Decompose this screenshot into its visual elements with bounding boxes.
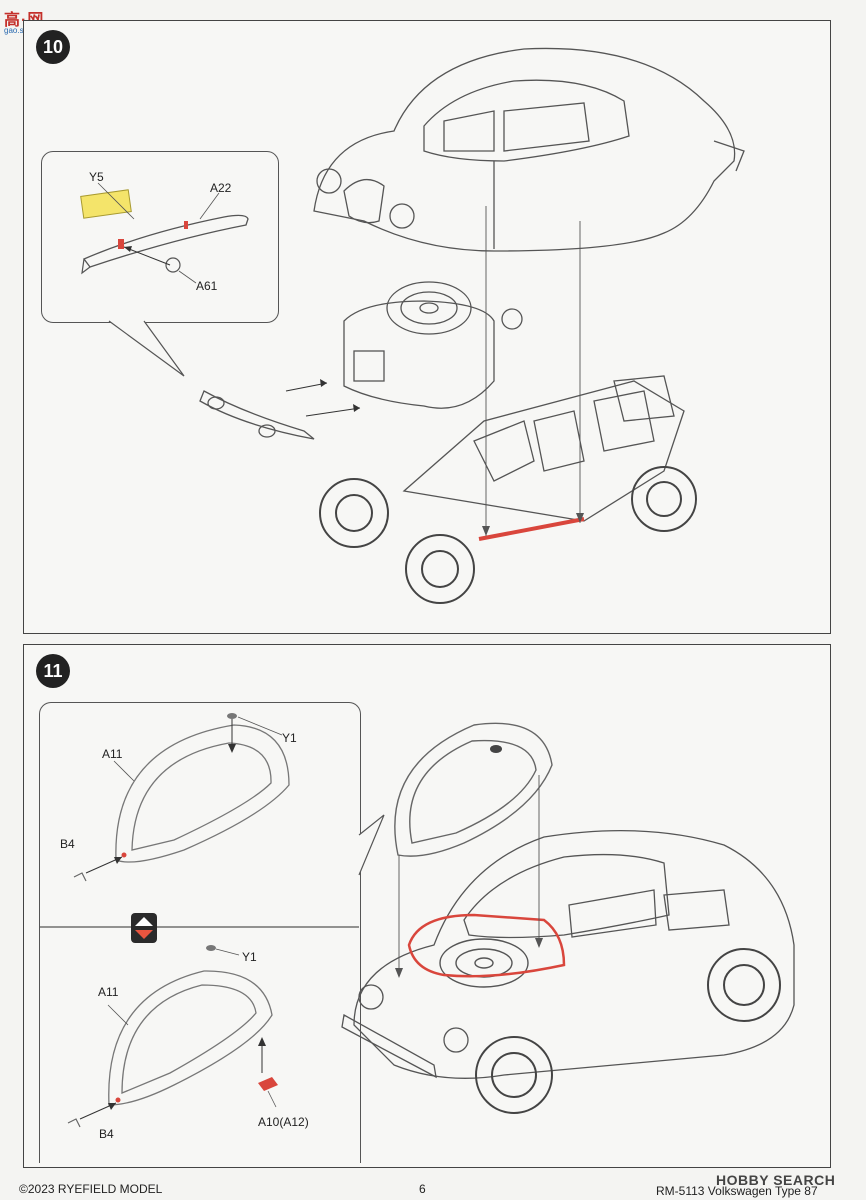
step-10-panel: 10	[23, 20, 831, 634]
a22-red-mark-2	[184, 221, 188, 229]
step-11-badge: 11	[36, 654, 70, 688]
label-y5: Y5	[89, 170, 104, 184]
label-b4-bottom: B4	[99, 1127, 114, 1141]
red-opening-outline	[407, 913, 566, 978]
callout-pointer	[108, 320, 185, 377]
footer-kit-title: RM-5113 Volkswagen Type 87	[656, 1184, 818, 1198]
label-a61: A61	[196, 279, 218, 293]
chassis-wheels	[319, 466, 697, 604]
up-down-arrow-icon	[135, 917, 153, 939]
y5-part	[80, 189, 132, 219]
step-11-drawing	[39, 713, 795, 1128]
a22-red-mark	[118, 239, 124, 249]
a22-bumper	[82, 214, 249, 268]
assembled-spare-tire	[439, 938, 529, 988]
front-bumper	[199, 390, 315, 440]
swap-option-icon	[131, 913, 157, 943]
label-a10: A10(A12)	[258, 1115, 309, 1129]
step-11-number: 11	[43, 660, 63, 681]
step-10-number: 10	[42, 36, 64, 57]
footer-page-number: 6	[419, 1182, 426, 1196]
label-a22: A22	[210, 181, 232, 195]
fender-large	[394, 722, 553, 857]
label-b4-top: B4	[60, 837, 75, 851]
label-y1-top: Y1	[282, 731, 297, 745]
step-10-drawing	[80, 47, 745, 604]
step-11-panel: 11	[23, 644, 831, 1168]
beetle-body	[313, 47, 745, 252]
assembled-wheels	[475, 948, 781, 1114]
front-body-section	[343, 281, 523, 409]
a10-red-part	[258, 1077, 278, 1091]
step-10-badge: 10	[36, 30, 70, 64]
a11-fender-top	[115, 724, 290, 863]
beetle-assembled	[341, 829, 795, 1079]
a11-fender-bottom	[108, 970, 273, 1106]
step-11-callout	[39, 702, 361, 1163]
chassis	[402, 375, 685, 522]
a61-part	[165, 257, 181, 273]
red-rail	[478, 517, 585, 541]
label-a11-bottom: A11	[98, 985, 119, 999]
footer-copyright: ©2023 RYEFIELD MODEL	[19, 1182, 163, 1196]
step-10-callout	[41, 151, 279, 323]
hobby-search-logo: HOBBY SEARCH	[716, 1172, 836, 1188]
label-y1-bottom: Y1	[242, 950, 257, 964]
label-a11-top: A11	[102, 747, 123, 761]
